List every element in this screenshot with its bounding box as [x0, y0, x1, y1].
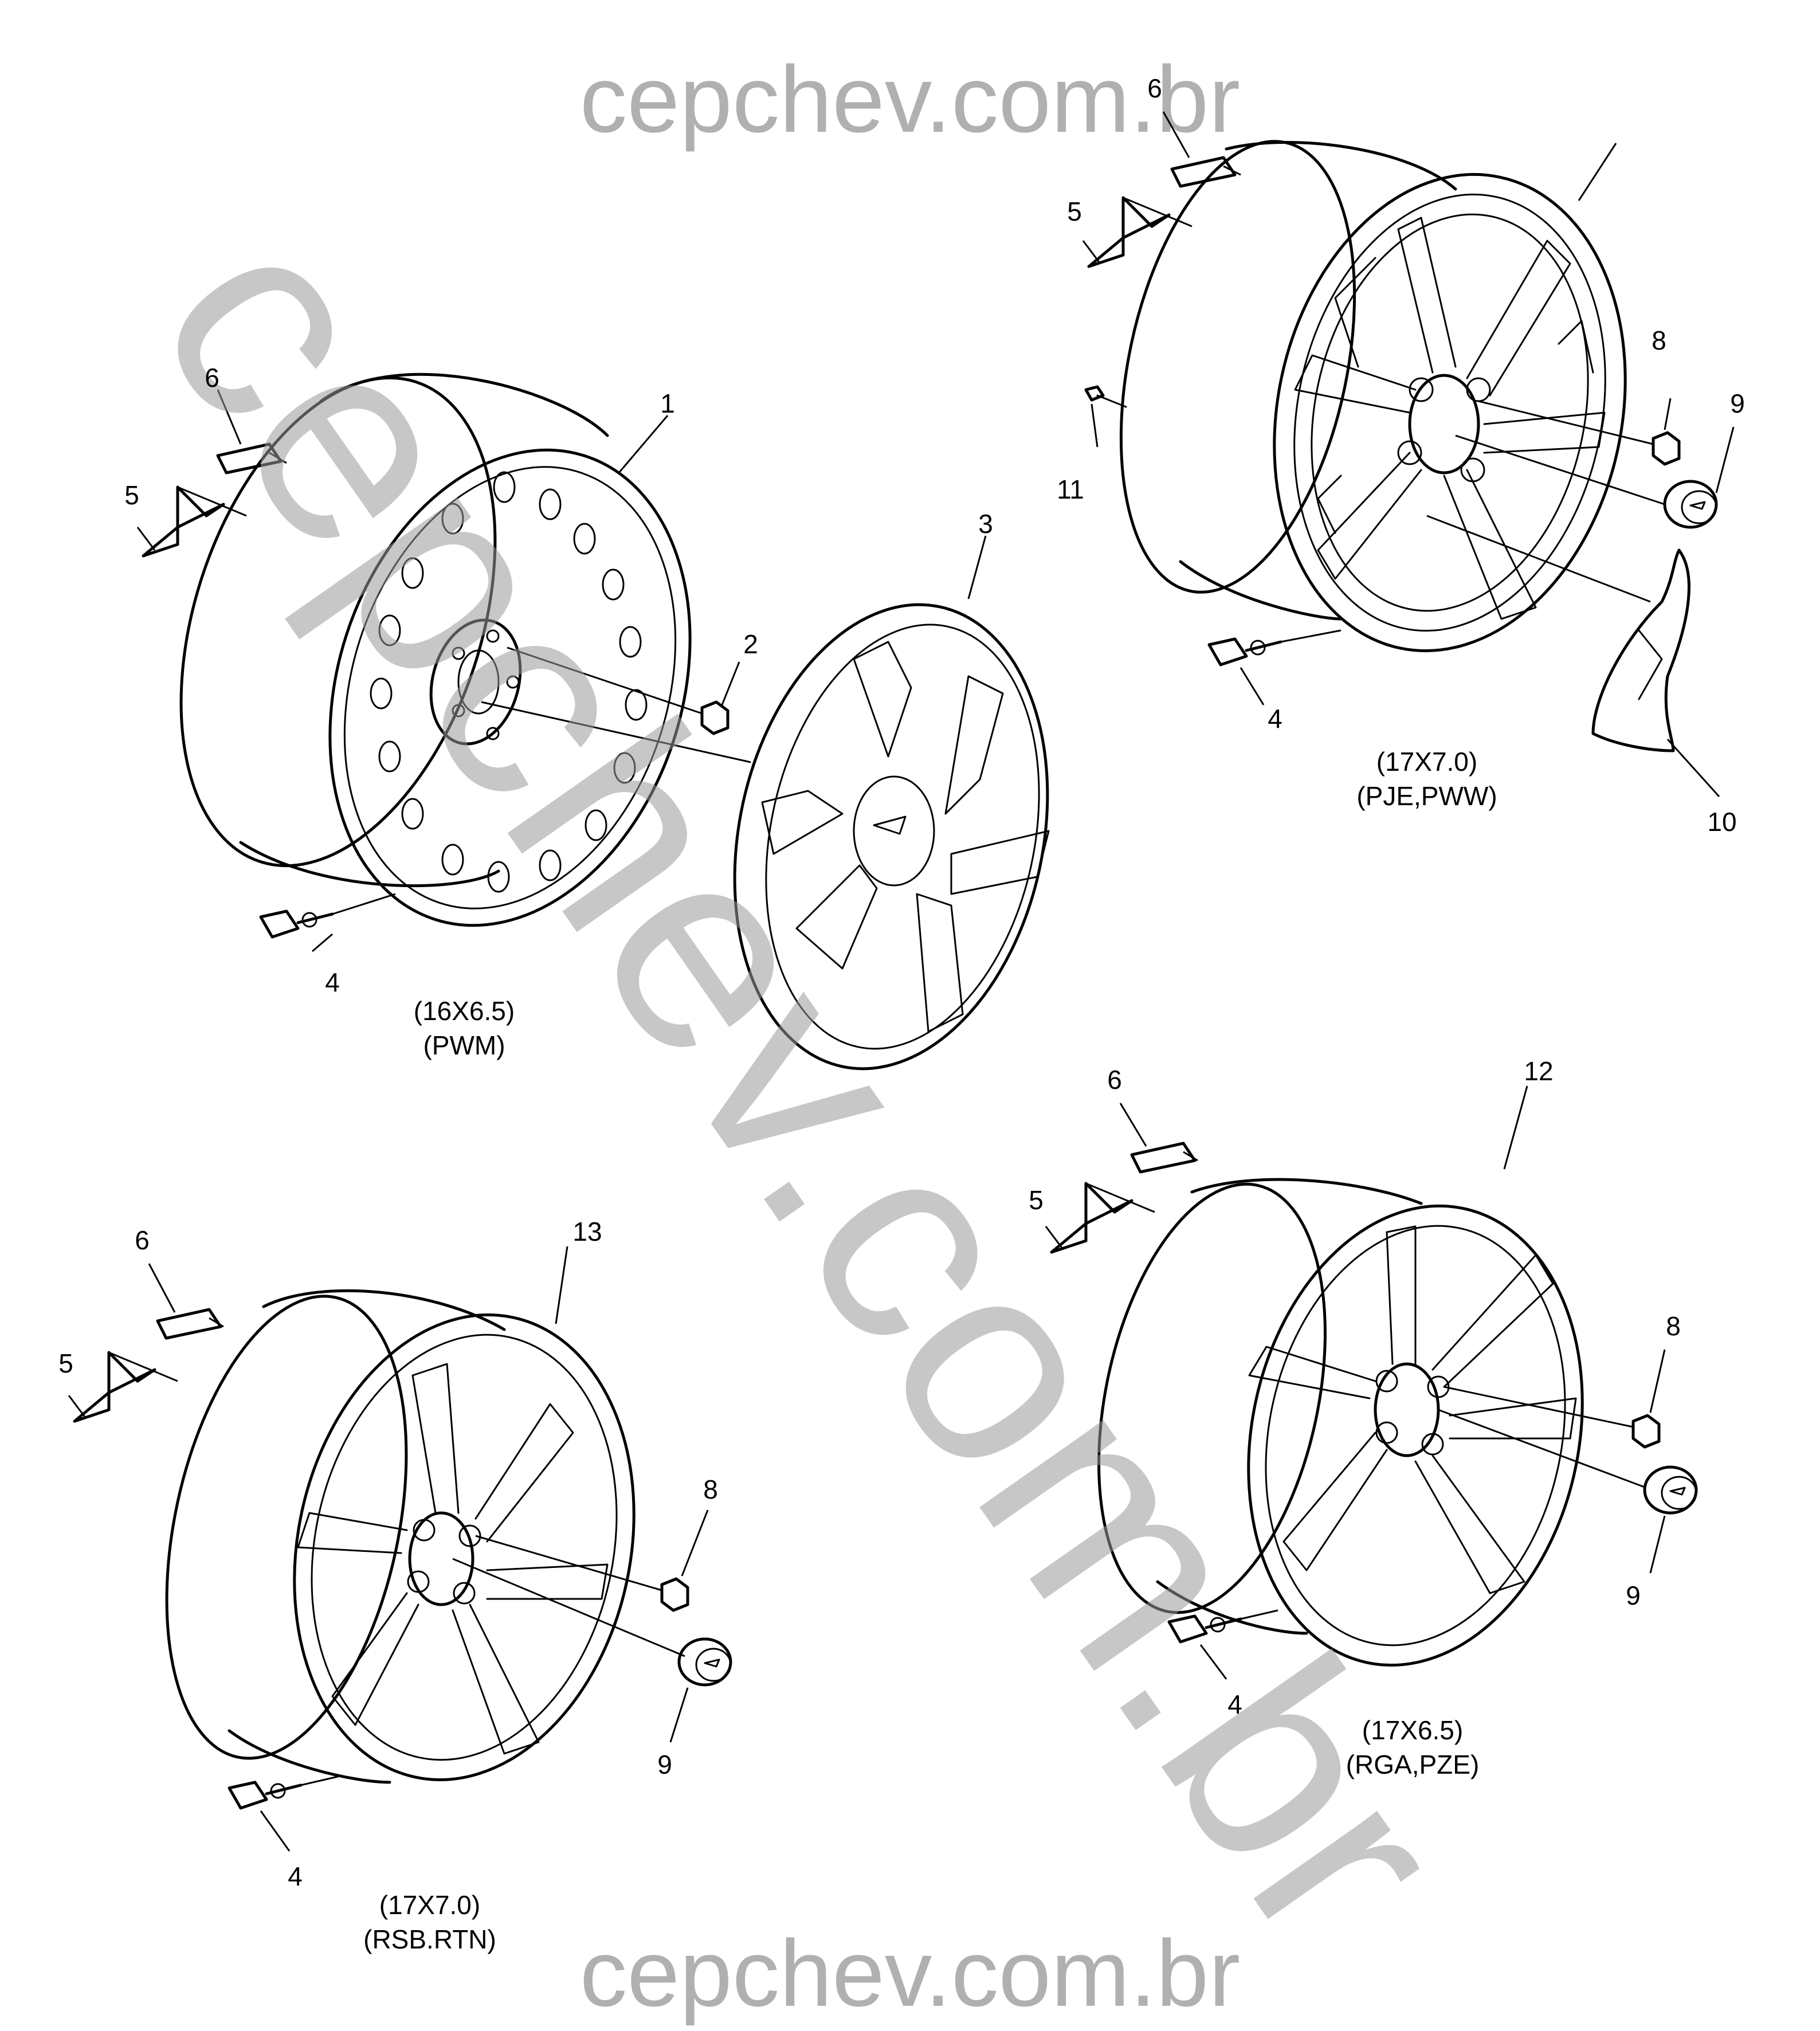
callout-4: 4	[325, 967, 340, 997]
steel-wheel-assembly	[179, 373, 692, 927]
caption-rpo: (RGA,PZE)	[1346, 1750, 1480, 1779]
wheel-nut	[1631, 1414, 1661, 1449]
steel-wheel-rim	[328, 448, 692, 927]
callout-9: 9	[657, 1750, 672, 1779]
wheel-nut	[660, 1577, 689, 1612]
watermark-bottom: cepchev.com.br	[580, 1920, 1240, 2026]
callout-11: 11	[1057, 475, 1084, 504]
alloy-wheel-rsb	[165, 1289, 636, 1784]
callout-10: 10	[1707, 807, 1736, 837]
balance-weight-clip	[156, 1308, 222, 1340]
tpms-valve-stem	[1167, 1614, 1242, 1644]
valve-core-nut	[1084, 385, 1127, 408]
wheel-nut	[1652, 431, 1681, 466]
steel-wheel-vent-holes	[370, 471, 648, 893]
watermark-top: cepchev.com.br	[580, 46, 1240, 152]
callout-3: 3	[978, 509, 993, 539]
callout-9: 9	[1626, 1581, 1641, 1610]
balance-weight-adhesive	[1087, 196, 1171, 268]
callout-9: 9	[1730, 389, 1745, 418]
callout-1: 1	[660, 389, 675, 418]
wheel-nut	[700, 700, 729, 735]
steel-wheel-hub	[429, 618, 522, 746]
alloy-wheel-pje	[1119, 140, 1627, 653]
tpms-valve-stem	[259, 909, 334, 939]
tpms-valve-stem	[1207, 637, 1282, 666]
callout-8: 8	[703, 1475, 718, 1504]
callout-8: 8	[1666, 1311, 1681, 1341]
tpms-valve-stem	[227, 1781, 303, 1810]
callout-12: 12	[1524, 1056, 1553, 1086]
balance-weight-clip	[216, 442, 283, 475]
center-cap	[1643, 1465, 1698, 1515]
callout-5: 5	[124, 480, 139, 510]
callout-4: 4	[288, 1861, 303, 1891]
callout-4: 4	[1227, 1689, 1242, 1719]
callout-6: 6	[205, 363, 219, 393]
balance-weight-clip	[1130, 1142, 1197, 1174]
caption-size: (17X6.5)	[1362, 1715, 1463, 1745]
callout-6: 6	[135, 1225, 150, 1255]
callout-6: 6	[1147, 73, 1162, 103]
callout-5: 5	[58, 1348, 73, 1378]
callout-13: 13	[572, 1217, 602, 1246]
balance-weight-adhesive	[1050, 1182, 1133, 1254]
center-cap	[1663, 480, 1718, 529]
caption-rpo: (PWM)	[423, 1030, 505, 1060]
balance-weight-clip	[1170, 156, 1237, 188]
callout-4: 4	[1268, 704, 1282, 734]
caption-size: (17X7.0)	[379, 1890, 480, 1920]
callout-5: 5	[1067, 197, 1082, 226]
balance-weight-adhesive	[142, 485, 225, 558]
center-cap	[677, 1637, 732, 1687]
callout-2: 2	[743, 629, 758, 659]
center-trim-insert	[1591, 548, 1690, 752]
watermark-diagonal: cepchev.com.br	[97, 172, 1509, 1996]
callout-6: 6	[1107, 1065, 1122, 1095]
callout-8: 8	[1652, 326, 1666, 355]
caption-size: (17X7.0)	[1376, 747, 1477, 777]
wheel-cover	[733, 603, 1050, 1071]
leader-line	[507, 646, 703, 715]
balance-weight-adhesive	[73, 1351, 156, 1423]
caption-rpo: (RSB.RTN)	[363, 1924, 496, 1954]
caption-rpo: (PJE,PWW)	[1356, 781, 1497, 811]
leader-line	[481, 701, 751, 763]
callout-5: 5	[1029, 1185, 1044, 1215]
caption-size: (16X6.5)	[414, 996, 515, 1026]
